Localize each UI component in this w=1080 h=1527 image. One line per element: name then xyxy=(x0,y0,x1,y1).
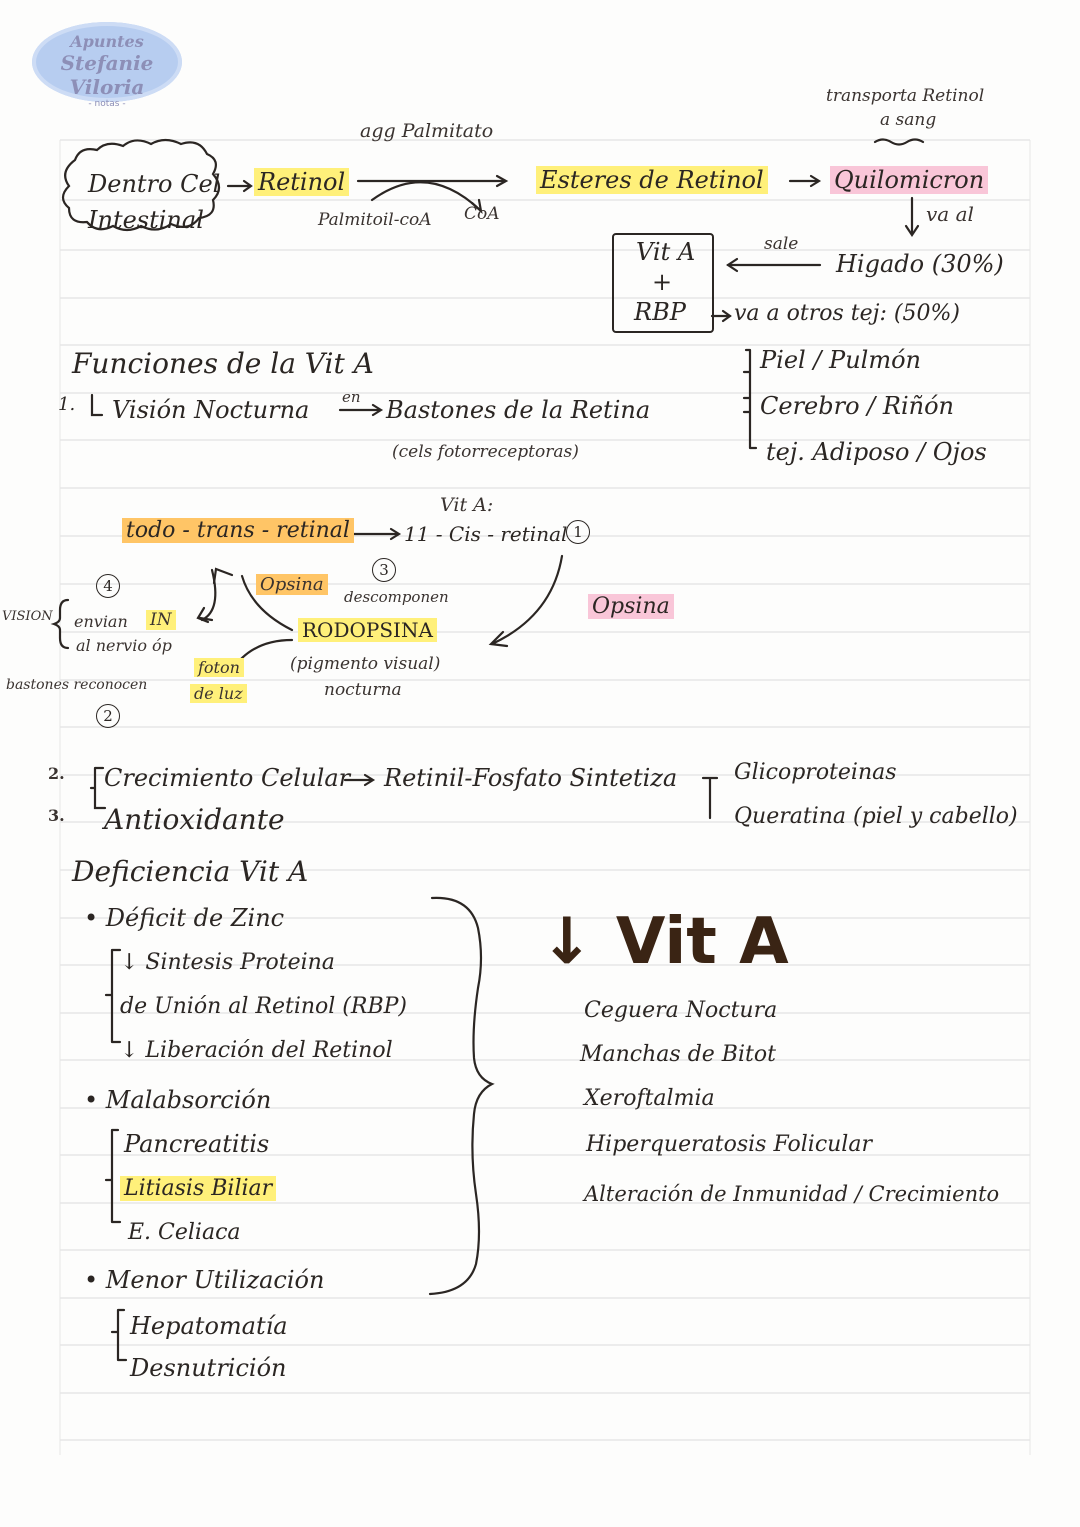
logo-line1: Apuntes xyxy=(70,32,144,51)
funciones-title: Funciones de la Vit A xyxy=(72,347,374,380)
effect-item: Hiperqueratosis Folicular xyxy=(586,1132,872,1157)
nocturna-text: nocturna xyxy=(324,680,402,700)
author-logo: Apuntes Stefanie Viloria - notas - xyxy=(32,22,182,109)
deficit-zinc-text: • Déficit de Zinc xyxy=(84,904,285,932)
step-1-marker: 1 xyxy=(566,520,590,544)
funcion-n3: 3. xyxy=(48,806,65,825)
effect-item: Xeroftalmia xyxy=(584,1086,715,1111)
glicoproteinas-text: Glicoproteinas xyxy=(734,760,897,785)
celiaca-text: E. Celiaca xyxy=(128,1220,241,1245)
tej-adiposo-text: tej. Adiposo / Ojos xyxy=(766,438,987,466)
liberacion-text: ↓ Liberación del Retinol xyxy=(120,1038,393,1063)
intestinal-text: Intestinal xyxy=(88,206,204,234)
desnutricion-text: Desnutrición xyxy=(130,1354,287,1382)
retinol-text: Retinol xyxy=(254,168,350,196)
opsina-left-text: Opsina xyxy=(256,574,328,595)
quilomicron-text: Quilomicron xyxy=(830,166,989,194)
effect-item: Alteración de Inmunidad / Crecimiento xyxy=(584,1182,1000,1206)
descomponen-label: descomponen xyxy=(344,588,449,606)
funciones-n1: 1. xyxy=(58,394,76,415)
esteres-retinol-text: Esteres de Retinol xyxy=(536,166,768,194)
bastones-reconocen-label: bastones reconocen xyxy=(6,677,148,693)
al-nervio-label: al nervio óp xyxy=(76,636,172,655)
en-label: en xyxy=(342,388,361,406)
coa-label: CoA xyxy=(464,204,500,224)
a-sang-label: a sang xyxy=(880,110,937,130)
funcion-n2: 2. xyxy=(48,764,65,783)
crecimiento-celular-text: Crecimiento Celular xyxy=(104,764,351,792)
menor-utilizacion-label: Menor Utilización xyxy=(105,1266,325,1294)
vit-a-rbp-box xyxy=(612,233,714,333)
queratina-text: Queratina (piel y cabello) xyxy=(734,804,1018,829)
envian-label: envian xyxy=(74,612,128,631)
union-retinol-text: de Unión al Retinol (RBP) xyxy=(120,994,407,1019)
rodopsina-text: RODOPSINA xyxy=(298,618,437,642)
step-2-marker: 2 xyxy=(96,704,120,728)
cis-retinal-text: 11 - Cis - retinal xyxy=(404,522,568,546)
logo-line2: Stefanie Viloria xyxy=(60,51,154,99)
pigmento-visual-text: (pigmento visual) xyxy=(290,654,441,674)
box-plus: + xyxy=(652,268,673,296)
step-3-marker: 3 xyxy=(372,558,396,582)
pancreatitis-text: Pancreatitis xyxy=(124,1130,270,1158)
va-al-label: va al xyxy=(926,202,974,226)
agg-palmitato-label: agg Palmitato xyxy=(360,120,494,142)
bastones-retina-text: Bastones de la Retina xyxy=(386,396,651,424)
retinil-fosfato-text: Retinil-Fosfato Sintetiza xyxy=(384,764,678,792)
in-label: IN xyxy=(146,610,176,630)
deficit-zinc-label: Déficit de Zinc xyxy=(105,904,285,932)
vision-nocturna-text: Visión Nocturna xyxy=(112,396,310,424)
dentro-cel-text: Dentro Cel xyxy=(88,170,221,198)
deficiencia-title: Deficiencia Vit A xyxy=(72,855,309,888)
big-vit-a-heading: ↓ Vit A xyxy=(540,905,789,979)
effect-item: Ceguera Noctura xyxy=(584,998,778,1023)
sintesis-text: ↓ Sintesis Proteina xyxy=(120,950,335,975)
malabsorcion-text: • Malabsorción xyxy=(84,1086,272,1114)
effect-item: Manchas de Bitot xyxy=(580,1042,776,1067)
transporta-label: transporta Retinol xyxy=(826,86,985,106)
todo-trans-retinal-text: todo - trans - retinal xyxy=(122,518,354,543)
box-vit-a: Vit A xyxy=(636,238,696,266)
palmitoil-coa-label: Palmitoil-coA xyxy=(318,210,432,230)
cerebro-rinon-text: Cerebro / Riñón xyxy=(760,392,954,420)
sale-label: sale xyxy=(764,234,799,254)
litiasis-text: Litiasis Biliar xyxy=(120,1176,277,1201)
step-4-marker: 4 xyxy=(96,574,120,598)
malabsorcion-label: Malabsorción xyxy=(105,1086,272,1114)
cels-fotorreceptoras-text: (cels fotorreceptoras) xyxy=(392,442,579,462)
opsina-right-text: Opsina xyxy=(588,594,674,619)
va-otros-tej-text: va a otros tej: (50%) xyxy=(734,301,960,326)
cycle-vit-a-label: Vit A: xyxy=(440,494,494,516)
hepatomatia-text: Hepatomatía xyxy=(130,1312,288,1340)
logo-line3: - notas - xyxy=(88,99,126,109)
vision-label: VISION xyxy=(2,609,53,624)
higado-text: Higado (30%) xyxy=(836,250,1004,278)
menor-utilizacion-text: • Menor Utilización xyxy=(84,1266,325,1294)
antioxidante-text: Antioxidante xyxy=(104,803,285,836)
piel-pulmon-text: Piel / Pulmón xyxy=(760,346,921,374)
foton-label: foton xyxy=(194,658,244,677)
box-rbp: RBP xyxy=(634,298,686,326)
de-luz-label: de luz xyxy=(190,684,247,703)
